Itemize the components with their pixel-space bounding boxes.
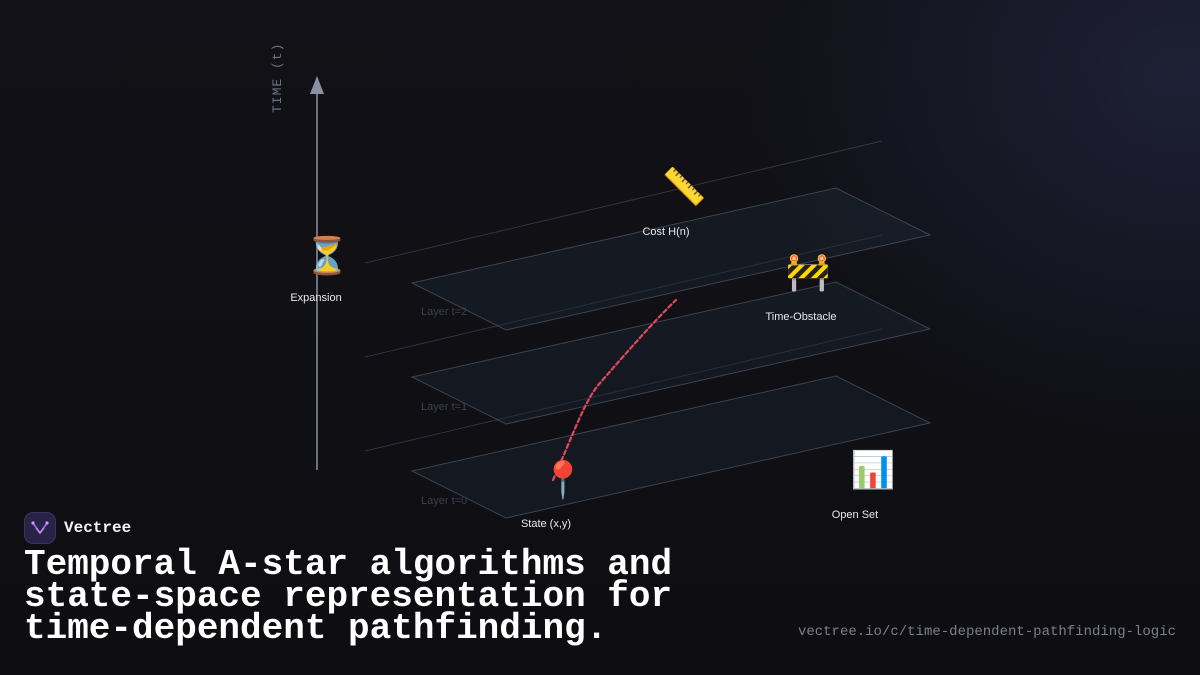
layer-label-t2: Layer t=2 <box>421 306 467 318</box>
time-axis-arrowhead <box>310 76 324 94</box>
node-open-set: 📊 Open Set <box>832 449 896 521</box>
layer-guide-line-1 <box>364 234 883 358</box>
node-cost: 📏 Cost H(n) <box>642 166 706 238</box>
layer-guide-line-0 <box>364 328 883 452</box>
map-pin-icon: 📍 <box>541 459 586 501</box>
page-title: Temporal A-star algorithms and state-spa… <box>24 544 673 649</box>
hourglass-icon: ⏳ <box>305 235 350 277</box>
layer-label-t1: Layer t=1 <box>421 401 467 413</box>
brand: Vectree <box>24 512 131 544</box>
layer-plane-t1 <box>410 281 932 425</box>
time-axis-label: TIME (t) <box>270 43 285 113</box>
source-url: vectree.io/c/time-dependent-pathfinding-… <box>797 624 1176 640</box>
node-label-open-set: Open Set <box>832 509 878 521</box>
layer-guide-line-2 <box>364 140 883 264</box>
bar-chart-icon: 📊 <box>851 449 896 491</box>
node-expansion: ⏳ Expansion <box>290 235 349 304</box>
node-state: 📍 State (x,y) <box>521 459 585 530</box>
construction-barrier-icon: 🚧 <box>786 252 831 293</box>
ruler-icon: 📏 <box>662 166 707 208</box>
layer-plane-t2 <box>410 187 932 331</box>
node-label-obstacle: Time-Obstacle <box>765 311 836 323</box>
brand-name: Vectree <box>64 519 132 537</box>
layer-plane-t0 <box>410 375 932 519</box>
trajectory-path <box>551 298 678 482</box>
vectree-logo <box>24 512 56 544</box>
layer-label-t0: Layer t=0 <box>421 495 467 507</box>
node-obstacle: 🚧 Time-Obstacle <box>765 252 836 323</box>
node-label-expansion: Expansion <box>290 292 341 304</box>
vectree-logo-mark <box>31 521 49 534</box>
node-label-state: State (x,y) <box>521 518 571 530</box>
node-label-cost: Cost H(n) <box>642 226 689 238</box>
